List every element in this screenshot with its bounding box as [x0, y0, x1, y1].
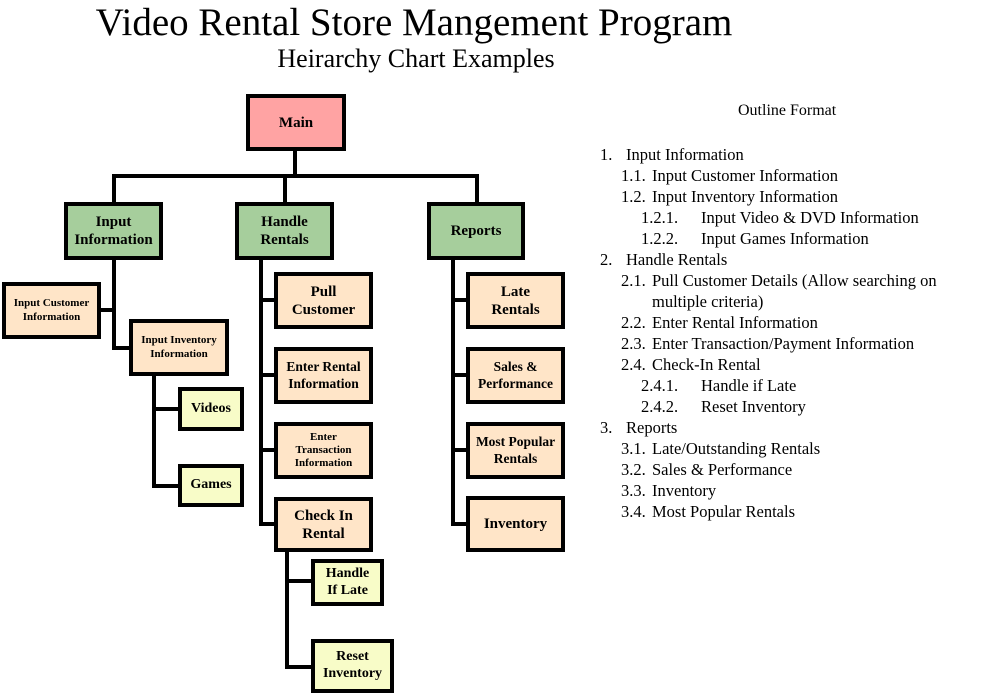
outline-number: 2.3.: [621, 334, 646, 353]
node-sales-performance: Sales & Performance: [466, 347, 565, 404]
outline-text: Enter Rental Information: [652, 313, 818, 332]
outline-text: multiple criteria): [652, 292, 764, 311]
page-subtitle: Heirarchy Chart Examples: [277, 44, 555, 73]
node-late-rentals: Late Rentals: [466, 272, 565, 329]
outline-item: 3.4. Most Popular Rentals: [600, 501, 937, 522]
connector-line: [152, 407, 180, 411]
connector-line: [451, 448, 468, 452]
outline-text: Input Inventory Information: [652, 187, 839, 206]
node-handle-if-late: Handle If Late: [311, 559, 384, 606]
outline-text: Input Video & DVD Information: [701, 208, 919, 227]
outline-text: Sales & Performance: [652, 460, 793, 479]
outline-item: 3.3. Inventory: [600, 480, 937, 501]
outline-item: 1. Input Information: [600, 144, 937, 165]
node-handle-rentals: Handle Rentals: [235, 202, 334, 260]
outline-number: 3.: [600, 418, 613, 437]
outline-item: 2.4. Check-In Rental: [600, 354, 937, 375]
outline-text: Input Information: [626, 145, 744, 164]
connector-line: [293, 148, 297, 178]
connector-line: [112, 174, 116, 204]
outline-item: 3.2. Sales & Performance: [600, 459, 937, 480]
outline-number: 2.1.: [621, 271, 646, 290]
outline-item: 1.1. Input Customer Information: [600, 165, 937, 186]
node-enter-transaction-information: Enter Transaction Information: [274, 422, 373, 479]
outline-item: 2.4.2. Reset Inventory: [600, 396, 937, 417]
outline-item: 1.2. Input Inventory Information: [600, 186, 937, 207]
outline-text: Reports: [626, 418, 678, 437]
outline-number: 1.2.1.: [641, 208, 679, 227]
outline-text: Most Popular Rentals: [652, 502, 795, 521]
node-input-information: Input Information: [64, 202, 163, 260]
outline-item: 2. Handle Rentals: [600, 249, 937, 270]
outline-text: Enter Transaction/Payment Information: [652, 334, 915, 353]
outline-number: 1.2.2.: [641, 229, 679, 248]
outline-text: Pull Customer Details (Allow searching o…: [652, 271, 937, 290]
outline-title: Outline Format: [738, 102, 837, 119]
outline-number: 3.2.: [621, 460, 646, 479]
outline-item: 3.1. Late/Outstanding Rentals: [600, 438, 937, 459]
node-most-popular-rentals: Most Popular Rentals: [466, 422, 565, 479]
node-input-inventory-information: Input Inventory Information: [129, 319, 229, 376]
outline-number: 3.1.: [621, 439, 646, 458]
connector-line: [283, 174, 287, 204]
outline-text: Inventory: [652, 481, 717, 500]
connector-line: [112, 257, 116, 350]
connector-line: [285, 665, 313, 669]
connector-line: [259, 522, 276, 526]
node-check-in-rental: Check In Rental: [274, 497, 373, 552]
outline-number: 1.1.: [621, 166, 646, 185]
connector-line: [259, 298, 276, 302]
connector-line: [451, 257, 455, 526]
outline-item: 2.4.1. Handle if Late: [600, 375, 937, 396]
outline-item: 2.1. Pull Customer Details (Allow searchi…: [600, 270, 937, 291]
outline-item: 1.2.2. Input Games Information: [600, 228, 937, 249]
connector-line: [152, 484, 180, 488]
outline-number: 3.3.: [621, 481, 646, 500]
node-pull-customer: Pull Customer: [274, 272, 373, 329]
node-input-customer-information: Input Customer Information: [2, 282, 101, 339]
outline-number: 2.2.: [621, 313, 646, 332]
connector-line: [98, 308, 116, 312]
connector-line: [112, 174, 479, 178]
node-reset-inventory: Reset Inventory: [311, 639, 394, 693]
outline-text: Handle Rentals: [626, 250, 728, 269]
node-inventory: Inventory: [466, 496, 565, 552]
outline-number: 2.4.2.: [641, 397, 679, 416]
outline-item: 2.3. Enter Transaction/Payment Informatio…: [600, 333, 937, 354]
outline-item: 1.2.1. Input Video & DVD Information: [600, 207, 937, 228]
outline-text: Handle if Late: [701, 376, 797, 395]
outline-number: 2.4.: [621, 355, 646, 374]
node-reports: Reports: [427, 202, 525, 260]
outline-text: Reset Inventory: [701, 397, 806, 416]
connector-line: [259, 257, 263, 526]
node-main: Main: [246, 94, 346, 151]
outline-number: 2.4.1.: [641, 376, 679, 395]
outline-item-continuation: multiple criteria): [600, 291, 937, 312]
node-videos: Videos: [178, 387, 244, 431]
connector-line: [285, 579, 313, 583]
connector-line: [152, 373, 156, 488]
connector-line: [285, 549, 289, 669]
outline-number: 2.: [600, 250, 613, 269]
outline-list: 1. Input Information 1.1. Input Customer I…: [600, 144, 937, 522]
connector-line: [451, 298, 468, 302]
outline-number: 3.4.: [621, 502, 646, 521]
outline-text: Input Games Information: [701, 229, 869, 248]
node-games: Games: [178, 464, 244, 507]
outline-text: Check-In Rental: [652, 355, 761, 374]
page-title: Video Rental Store Mangement Program: [95, 1, 733, 44]
connector-line: [112, 346, 131, 350]
connector-line: [475, 174, 479, 204]
node-enter-rental-information: Enter Rental Information: [274, 347, 373, 404]
connector-line: [451, 373, 468, 377]
connector-line: [259, 448, 276, 452]
outline-text: Input Customer Information: [652, 166, 839, 185]
connector-line: [259, 373, 276, 377]
outline-number: 1.2.: [621, 187, 646, 206]
outline-item: 3. Reports: [600, 417, 937, 438]
outline-text: Late/Outstanding Rentals: [652, 439, 821, 458]
outline-number: 1.: [600, 145, 613, 164]
outline-item: 2.2. Enter Rental Information: [600, 312, 937, 333]
connector-line: [451, 522, 468, 526]
